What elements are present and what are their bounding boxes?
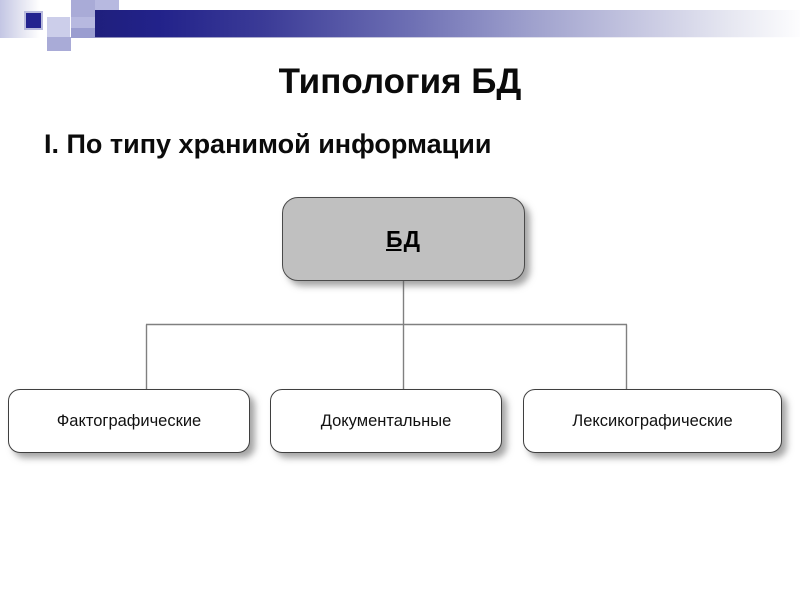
deco-square-lavender-b bbox=[47, 17, 70, 37]
node-faktograficheskie[interactable]: Фактографические bbox=[8, 389, 250, 453]
header-gradient-bar bbox=[95, 10, 800, 37]
deco-square-lavender-g bbox=[71, 28, 95, 38]
node-dokumentalnye[interactable]: Документальные bbox=[270, 389, 502, 453]
node-root-db[interactable]: БД bbox=[282, 197, 525, 281]
header-bar-underline bbox=[95, 37, 800, 38]
deco-square-lavender-f bbox=[47, 37, 71, 51]
deco-square-lavender-e bbox=[95, 0, 119, 12]
deco-square-lavender-c bbox=[71, 0, 95, 18]
deco-square-navy-outlined bbox=[24, 11, 43, 30]
node-leksikograficheskie[interactable]: Лексикографические bbox=[523, 389, 782, 453]
node-root-label: БД bbox=[386, 225, 421, 252]
node-leaf-label: Документальные bbox=[320, 411, 452, 430]
page-title: Типология БД bbox=[278, 62, 522, 101]
deco-square-white-a bbox=[53, 0, 71, 18]
slide-subtitle: I. По типу хранимой информации bbox=[44, 129, 492, 159]
node-leaf-label: Лексикографические bbox=[572, 411, 733, 430]
node-leaf-label: Фактографические bbox=[56, 411, 202, 430]
